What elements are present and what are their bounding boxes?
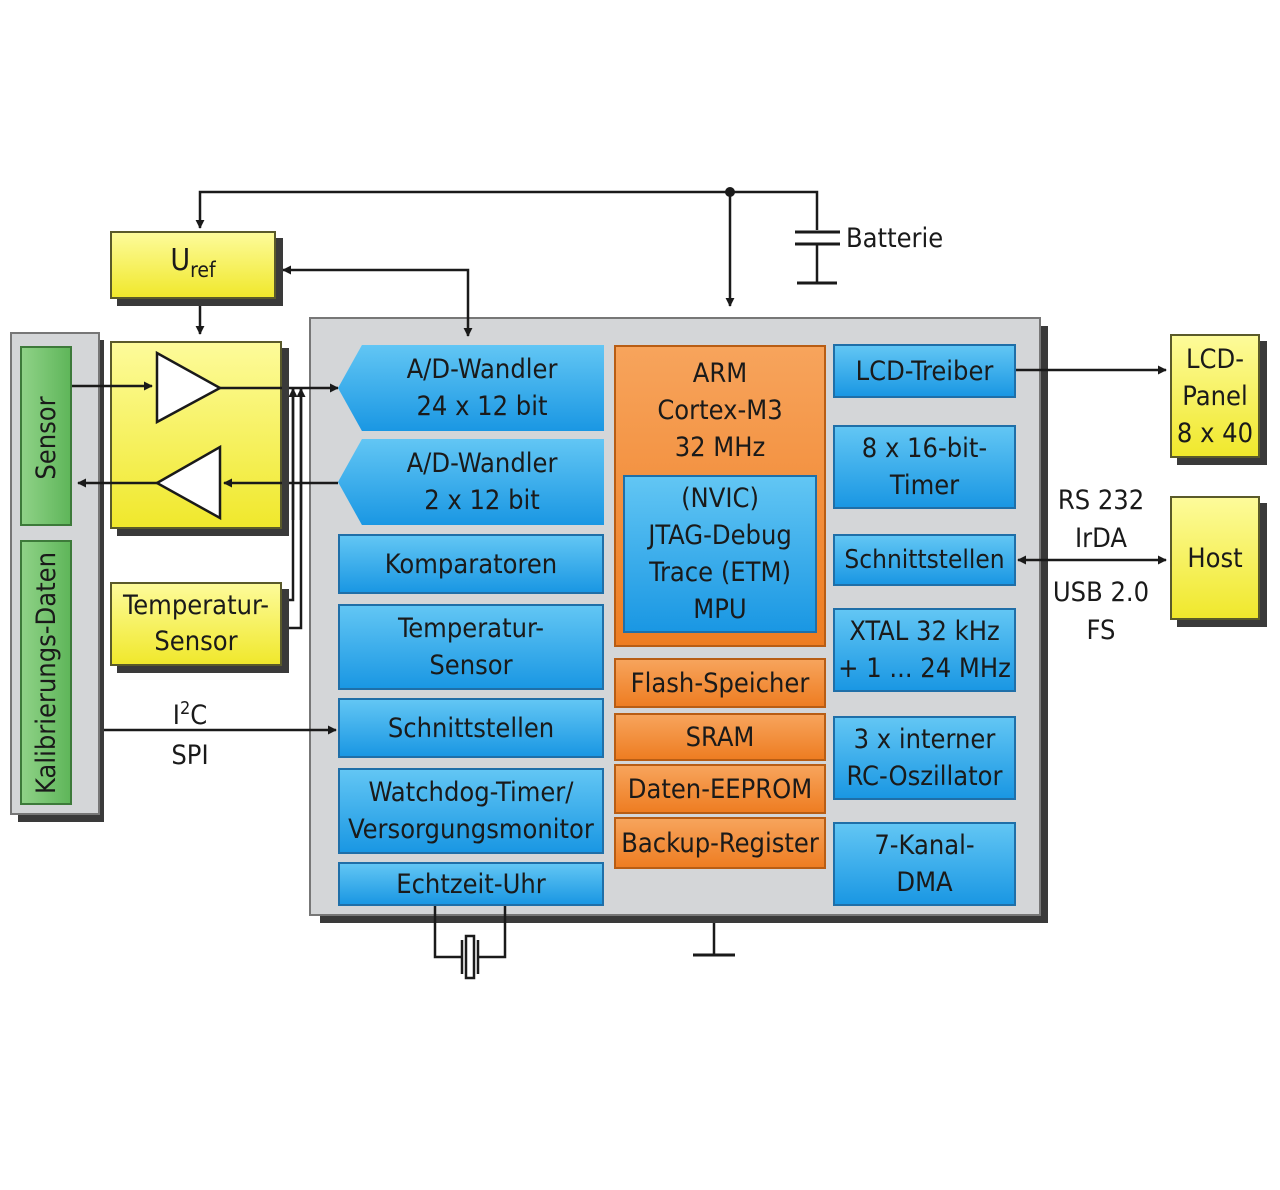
i2c-main: I bbox=[172, 700, 180, 731]
temperature-sensor-external: Temperatur- Sensor bbox=[110, 582, 282, 666]
irda-label: IrDA bbox=[1075, 523, 1127, 554]
xtal-line1: XTAL 32 kHz bbox=[849, 616, 1000, 647]
nvic-line2: JTAG-Debug bbox=[648, 520, 792, 551]
dma-line2: DMA bbox=[896, 867, 953, 898]
lcd-panel-block: LCD- Panel 8 x 40 bbox=[1170, 334, 1260, 458]
dma-line1: 7-Kanal- bbox=[874, 830, 975, 861]
watchdog-line1: Watchdog-Timer/ bbox=[368, 777, 574, 808]
usb-label: USB 2.0 bbox=[1052, 577, 1150, 608]
core-line1: ARM bbox=[692, 358, 748, 389]
sensor-block bbox=[20, 346, 72, 526]
timer-line2: Timer bbox=[889, 470, 960, 501]
crystal-lead-left bbox=[433, 906, 462, 959]
eeprom-block: Daten-EEPROM bbox=[614, 764, 826, 814]
crystal-lead-right bbox=[478, 906, 507, 959]
adc2-line1: A/D-Wandler bbox=[406, 448, 558, 479]
lcd-driver-block: LCD-Treiber bbox=[833, 344, 1016, 398]
i2c-label: I2C bbox=[160, 690, 220, 734]
host-block: Host bbox=[1170, 496, 1260, 620]
temp-ext-line2: Sensor bbox=[154, 626, 238, 657]
adc-24x12-block: A/D-Wandler 24 x 12 bit bbox=[338, 345, 604, 431]
adc1-line2: 24 x 12 bit bbox=[416, 391, 548, 422]
timer-block: 8 x 16-bit- Timer bbox=[833, 425, 1016, 509]
uref-sub: ref bbox=[190, 257, 216, 282]
temp-ext-line1: Temperatur- bbox=[122, 590, 270, 621]
adc1-line1: A/D-Wandler bbox=[406, 354, 558, 385]
rtc-block: Echtzeit-Uhr bbox=[338, 862, 604, 906]
uref-main: U bbox=[170, 242, 191, 278]
lcd-panel-line1: LCD- bbox=[1186, 343, 1244, 375]
rs232-label: RS 232 bbox=[1057, 485, 1145, 516]
fs-label: FS bbox=[1086, 615, 1116, 646]
junction-dot bbox=[725, 187, 735, 197]
spi-label: SPI bbox=[171, 740, 209, 771]
i2c-tail: C bbox=[190, 700, 208, 731]
watchdog-block: Watchdog-Timer/ Versorgungsmonitor bbox=[338, 768, 604, 854]
adc-2x12-block: A/D-Wandler 2 x 12 bit bbox=[338, 439, 604, 525]
sensor-label: Sensor bbox=[30, 396, 62, 480]
dma-block: 7-Kanal- DMA bbox=[833, 822, 1016, 906]
temp-int-line2: Sensor bbox=[429, 650, 513, 681]
amplifier-block bbox=[110, 341, 282, 529]
xtal-line2: + 1 ... 24 MHz bbox=[838, 653, 1011, 684]
rc-line1: 3 x interner bbox=[853, 724, 996, 755]
i2c-sup: 2 bbox=[179, 698, 191, 719]
core-line3: 32 MHz bbox=[674, 432, 766, 463]
lcd-panel-line3: 8 x 40 bbox=[1176, 417, 1254, 449]
core-line2: Cortex-M3 bbox=[657, 395, 783, 426]
backup-register-block: Backup-Register bbox=[614, 817, 826, 869]
temperature-sensor-internal: Temperatur- Sensor bbox=[338, 604, 604, 690]
calibration-data-block bbox=[20, 540, 72, 805]
adc2-line2: 2 x 12 bit bbox=[424, 485, 540, 516]
rc-oscillator-block: 3 x interner RC-Oszillator bbox=[833, 716, 1016, 800]
crystal-icon bbox=[464, 934, 476, 980]
lcd-panel-line2: Panel bbox=[1182, 380, 1248, 412]
calibration-data-label: Kalibrierungs-Daten bbox=[30, 551, 62, 795]
nvic-line4: MPU bbox=[693, 594, 747, 625]
nvic-debug-block: (NVIC) JTAG-Debug Trace (ETM) MPU bbox=[623, 475, 817, 633]
interfaces-block-left: Schnittstellen bbox=[338, 698, 604, 758]
nvic-line1: (NVIC) bbox=[681, 483, 759, 514]
xtal-block: XTAL 32 kHz + 1 ... 24 MHz bbox=[833, 608, 1016, 692]
comparators-block: Komparatoren bbox=[338, 534, 604, 594]
flash-memory-block: Flash-Speicher bbox=[614, 658, 826, 708]
interfaces-block-right: Schnittstellen bbox=[833, 534, 1016, 586]
nvic-line3: Trace (ETM) bbox=[649, 557, 791, 588]
timer-line1: 8 x 16-bit- bbox=[861, 433, 988, 464]
battery-label: Batterie bbox=[846, 223, 944, 254]
watchdog-line2: Versorgungsmonitor bbox=[348, 814, 594, 845]
temp-int-line1: Temperatur- bbox=[397, 613, 545, 644]
sram-block: SRAM bbox=[614, 713, 826, 761]
uref-to-adc-line bbox=[282, 265, 473, 337]
supply-line bbox=[195, 190, 819, 230]
uref-block: Uref bbox=[110, 231, 276, 299]
temp-feed-line-1 bbox=[283, 388, 298, 602]
rc-line2: RC-Oszillator bbox=[846, 761, 1003, 792]
